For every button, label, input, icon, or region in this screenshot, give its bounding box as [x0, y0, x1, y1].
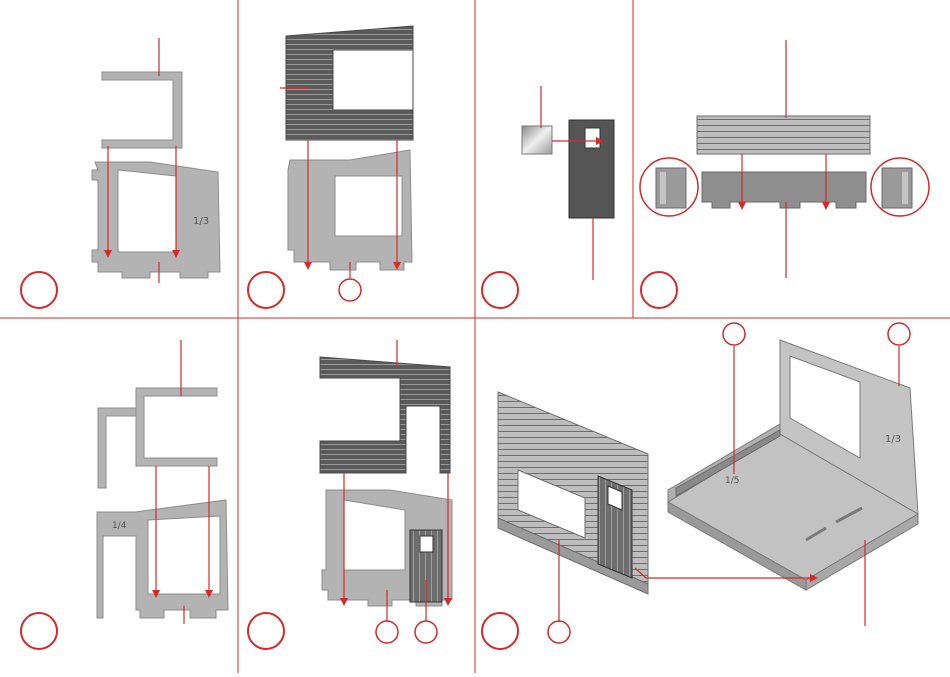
cladding-wall-part [286, 26, 413, 140]
step-number-circle [482, 272, 518, 308]
window-glass-part [522, 126, 552, 154]
small-callout-circle [723, 323, 745, 345]
part-number-label: 1/4 [112, 521, 127, 531]
step-number-circle [641, 272, 677, 308]
side-frame-part [98, 408, 138, 488]
inner-wall-part [288, 150, 412, 270]
wall-frame-part [136, 388, 217, 466]
part-number-label: 1/5 [725, 476, 739, 486]
door-window-opening [420, 536, 433, 552]
step-number-circle [21, 272, 57, 308]
step-3-panel [482, 86, 614, 308]
base-strip-part [702, 172, 866, 208]
wall-frame-part [102, 72, 182, 148]
step-number-circle [248, 272, 284, 308]
step-1-panel: 1/3 [21, 38, 220, 308]
detail-edge [902, 172, 908, 204]
step-2-panel [248, 26, 413, 308]
step-number-circle [21, 613, 57, 649]
cladding-strip-part [697, 116, 870, 154]
step-6-panel [248, 340, 452, 649]
small-callout-circle [548, 621, 570, 643]
step-5-panel: 1/4 [21, 340, 228, 649]
small-callout-circle [888, 323, 910, 345]
part-number-label: 1/3 [193, 216, 209, 227]
small-callout-circle [339, 279, 361, 301]
step-number-circle [248, 613, 284, 649]
small-callout-circle [376, 621, 398, 643]
door-window-opening [585, 128, 600, 148]
detail-edge [660, 172, 666, 204]
base-wall-part [97, 500, 228, 618]
step-7-panel: 1/5 1/3 [482, 323, 918, 649]
cladding-wall-part [320, 357, 450, 473]
step-4-panel [640, 40, 929, 308]
small-callout-circle [415, 621, 437, 643]
part-number-label: 1/3 [885, 434, 901, 445]
step-number-circle [482, 613, 518, 649]
